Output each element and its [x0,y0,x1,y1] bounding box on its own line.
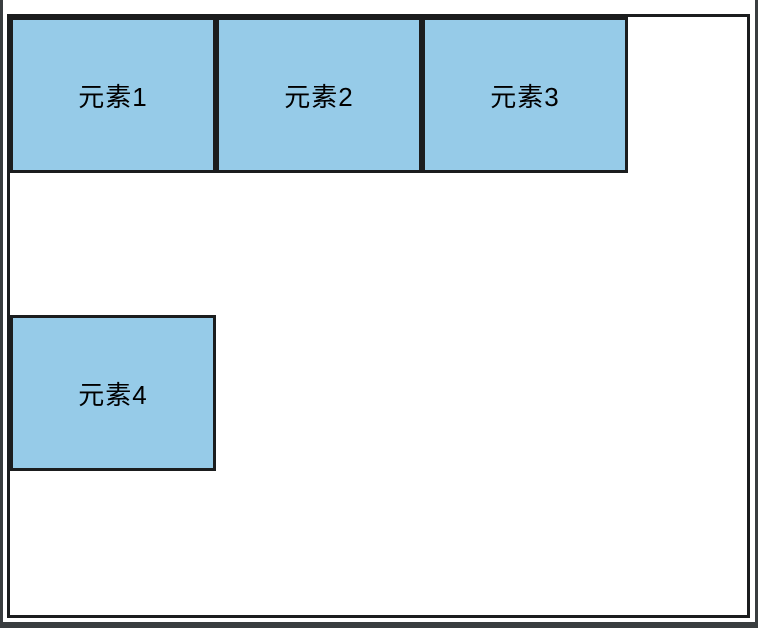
box-element-4: 元素4 [10,315,216,471]
browser-page: 元素1 元素2 元素3 元素4 [3,0,755,622]
box-element-2: 元素2 [216,17,422,173]
box-element-3: 元素3 [422,17,628,173]
float-container: 元素1 元素2 元素3 元素4 [7,14,750,618]
box-element-1: 元素1 [10,17,216,173]
